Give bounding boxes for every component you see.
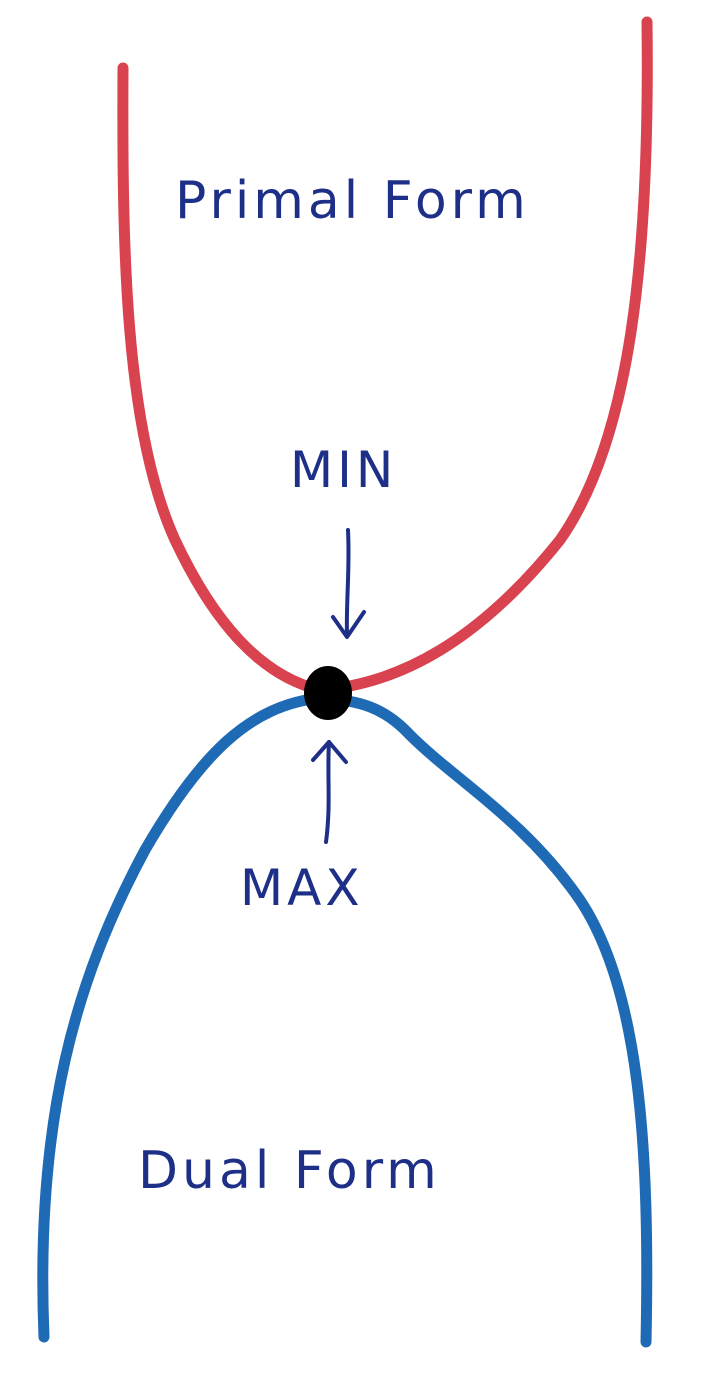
optimal-point (304, 666, 352, 720)
min-label: MIN (290, 441, 397, 499)
dual-form-label: Dual Form (138, 1141, 441, 1201)
min-arrow (331, 528, 366, 639)
max-label: MAX (240, 859, 364, 917)
dual-curve (37, 692, 653, 1348)
max-arrow (311, 740, 348, 844)
primal-curve (117, 16, 653, 696)
primal-form-label: Primal Form (175, 171, 530, 231)
